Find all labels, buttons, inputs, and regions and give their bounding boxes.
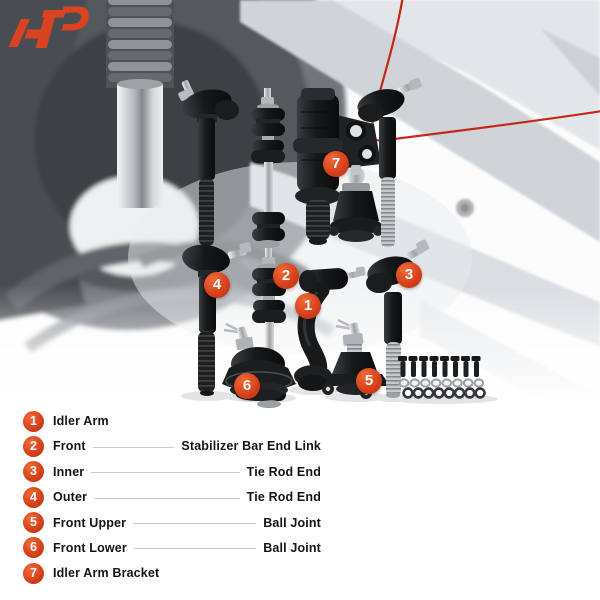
legend-left-label-7: Idler Arm Bracket: [53, 566, 160, 581]
legend-right-label-3: Tie Rod End: [246, 464, 321, 479]
callout-badge-6: 6: [234, 373, 260, 399]
mounting-bolts-photo: [398, 356, 481, 377]
callout-badge-1: 1: [295, 293, 321, 319]
upper-ball-joint-photo-top: [329, 165, 383, 242]
stabilizer-bar-end-link-photo-top: [251, 88, 285, 248]
outer-tie-rod-end-photo-top: [178, 80, 239, 246]
legend-connector-line: [91, 472, 240, 474]
legend-connector-line: [92, 446, 175, 448]
callout-badge-7: 7: [323, 151, 349, 177]
legend-badge-4: 4: [23, 486, 44, 508]
legend-left-label-1: Idler Arm: [53, 414, 109, 428]
legend-right-label-6: Ball Joint: [263, 540, 321, 555]
legend-right-label-4: Tie Rod End: [246, 490, 321, 505]
callout-badge-5: 5: [356, 368, 382, 394]
legend-connector-line: [133, 548, 257, 550]
legend-left-label-3: Inner: [53, 464, 85, 479]
legend-badge-2: 2: [23, 435, 44, 457]
legend-badge-1: 1: [23, 410, 44, 432]
red-accent-arc: [370, 0, 600, 142]
legend-row-6: 6 Front Lower Ball Joint: [23, 537, 321, 559]
a-premium-logo-icon: [8, 6, 89, 48]
legend-connector-line: [94, 497, 240, 499]
parts-legend: 1 Idler Arm 2 Front Stabilizer Bar End L…: [23, 410, 321, 588]
legend-left-label-2: Front: [53, 439, 86, 454]
legend-badge-6: 6: [23, 537, 44, 559]
shock-absorber-photo: [106, 0, 174, 208]
callout-badge-4: 4: [204, 272, 230, 298]
legend-row-7: 7 Idler Arm Bracket: [23, 562, 321, 584]
legend-left-label-5: Front Upper: [53, 515, 127, 530]
legend-row-1: 1 Idler Arm: [23, 410, 321, 432]
inner-tie-rod-end-photo: [366, 239, 430, 398]
inner-tie-rod-end-photo-top: [357, 77, 422, 247]
legend-row-5: 5 Front Upper Ball Joint: [23, 512, 321, 534]
legend-right-label-2: Stabilizer Bar End Link: [181, 439, 321, 454]
legend-right-label-5: Ball Joint: [263, 515, 321, 530]
legend-badge-3: 3: [23, 461, 44, 483]
callout-badge-2: 2: [273, 263, 299, 289]
legend-row-2: 2 Front Stabilizer Bar End Link: [23, 435, 321, 457]
legend-row-4: 4 Outer Tie Rod End: [23, 486, 321, 508]
legend-connector-line: [133, 523, 257, 525]
legend-left-label-6: Front Lower: [53, 540, 127, 555]
legend-row-3: 3 Inner Tie Rod End: [23, 461, 321, 483]
legend-left-label-4: Outer: [53, 490, 88, 505]
legend-badge-7: 7: [23, 562, 44, 584]
legend-badge-5: 5: [23, 512, 44, 534]
washers-photo: [398, 378, 486, 399]
callout-badge-3: 3: [396, 262, 422, 288]
